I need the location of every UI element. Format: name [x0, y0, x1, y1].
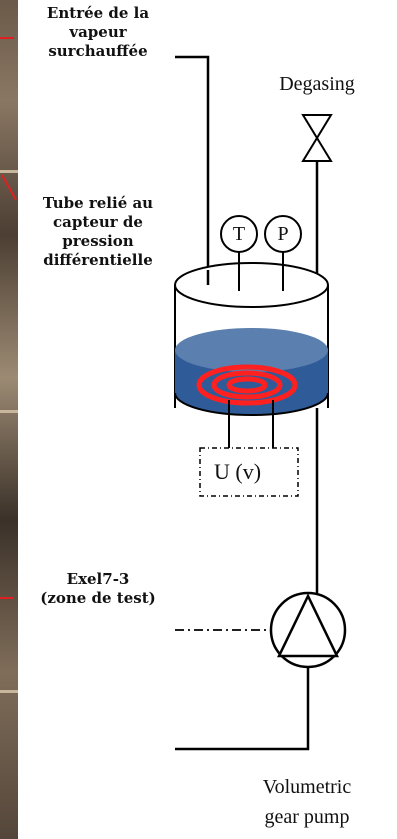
pump-label-line-1: Volumetric [262, 776, 352, 798]
pressure-tube-line-1: Tube relié au [42, 194, 154, 212]
heater-coil-inner [226, 376, 268, 394]
steam-inlet-line-3: surchauffée [48, 42, 148, 60]
liquid-surface [175, 328, 328, 372]
pressure-tube-line-2: capteur de [53, 213, 143, 231]
pressure-tube-label: Tube relié au capteur de pression différ… [18, 194, 178, 270]
steam-inlet-line-1: Entrée de la [46, 4, 150, 22]
pump-arrow [277, 593, 339, 658]
pressure-tube-line-3: pression [62, 232, 134, 250]
heater-coil-outer [196, 364, 298, 406]
tank-bottom [174, 392, 329, 416]
background-photo-strip [0, 0, 18, 839]
pointer-line [1, 174, 17, 201]
pressure-tube-line-4: différentielle [43, 251, 153, 269]
photo-detail [0, 170, 18, 173]
pressure-gauge-label: P [277, 223, 289, 245]
test-zone-line-2: (zone de test) [40, 589, 156, 607]
steam-inlet-pipe [175, 55, 210, 270]
pump-label: Volumetric gear pump [222, 772, 392, 832]
pump-label-line-2: gear pump [264, 806, 350, 828]
tank-lid [174, 262, 329, 308]
steam-inlet-line-2: vapeur [69, 23, 127, 41]
degasing-label: Degasing [279, 73, 355, 95]
voltage-label: U (v) [214, 459, 262, 484]
heater-coil-middle [211, 370, 283, 400]
photo-detail [0, 690, 18, 693]
photo-detail [0, 410, 18, 413]
steam-inlet-label: Entrée de la vapeur surchauffée [18, 4, 178, 61]
temperature-gauge-label: T [232, 223, 246, 245]
voltage-box [199, 447, 299, 497]
test-zone-line-1: Exel7-3 [66, 570, 130, 588]
test-zone-label: Exel7-3 (zone de test) [18, 570, 178, 608]
valve-lower-triangle [301, 136, 333, 162]
valve-upper-triangle [301, 114, 333, 140]
return-pipe [175, 667, 310, 751]
